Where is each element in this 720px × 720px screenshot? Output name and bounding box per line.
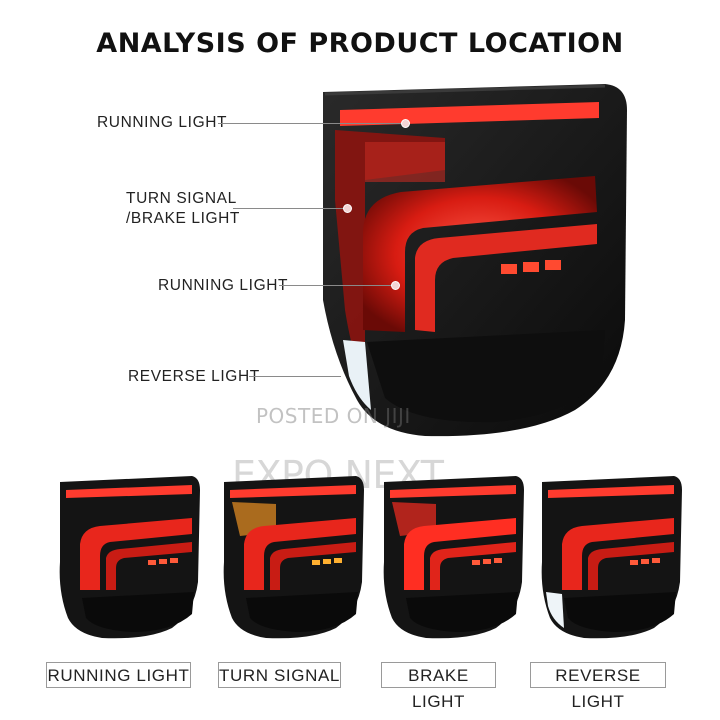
lamp-reverse-light <box>534 472 684 642</box>
main-tail-light-image <box>305 80 635 440</box>
leader-line <box>233 208 346 209</box>
callout-dot <box>343 204 352 213</box>
mode-label-turn-signal: TURN SIGNAL <box>218 662 341 688</box>
page-title: ANALYSIS OF PRODUCT LOCATION <box>96 28 624 59</box>
lamp-running-light <box>52 472 202 642</box>
callout-dot <box>391 281 400 290</box>
main-tail-light-graphic <box>323 84 627 437</box>
callout-reverse-light: REVERSE LIGHT <box>128 368 260 385</box>
callout-running-light-top: RUNNING LIGHT <box>97 114 228 131</box>
mode-label-brake-light: BRAKE LIGHT <box>381 662 496 711</box>
watermark-posted: POSTED ON JIJI <box>256 404 411 428</box>
callout-running-light-mid: RUNNING LIGHT <box>158 277 289 294</box>
callout-turn-signal-line2: /BRAKE LIGHT <box>126 210 241 227</box>
callout-dot <box>401 119 410 128</box>
leader-line <box>249 376 341 377</box>
leader-line <box>279 285 395 286</box>
callout-turn-signal-line1: TURN SIGNAL <box>126 190 237 207</box>
leader-line <box>218 123 405 124</box>
mode-label-running-light: RUNNING LIGHT <box>46 662 191 688</box>
lamp-brake-light <box>376 472 526 642</box>
mode-label-reverse-light: REVERSE LIGHT <box>530 662 666 711</box>
lamp-turn-signal <box>216 472 366 642</box>
